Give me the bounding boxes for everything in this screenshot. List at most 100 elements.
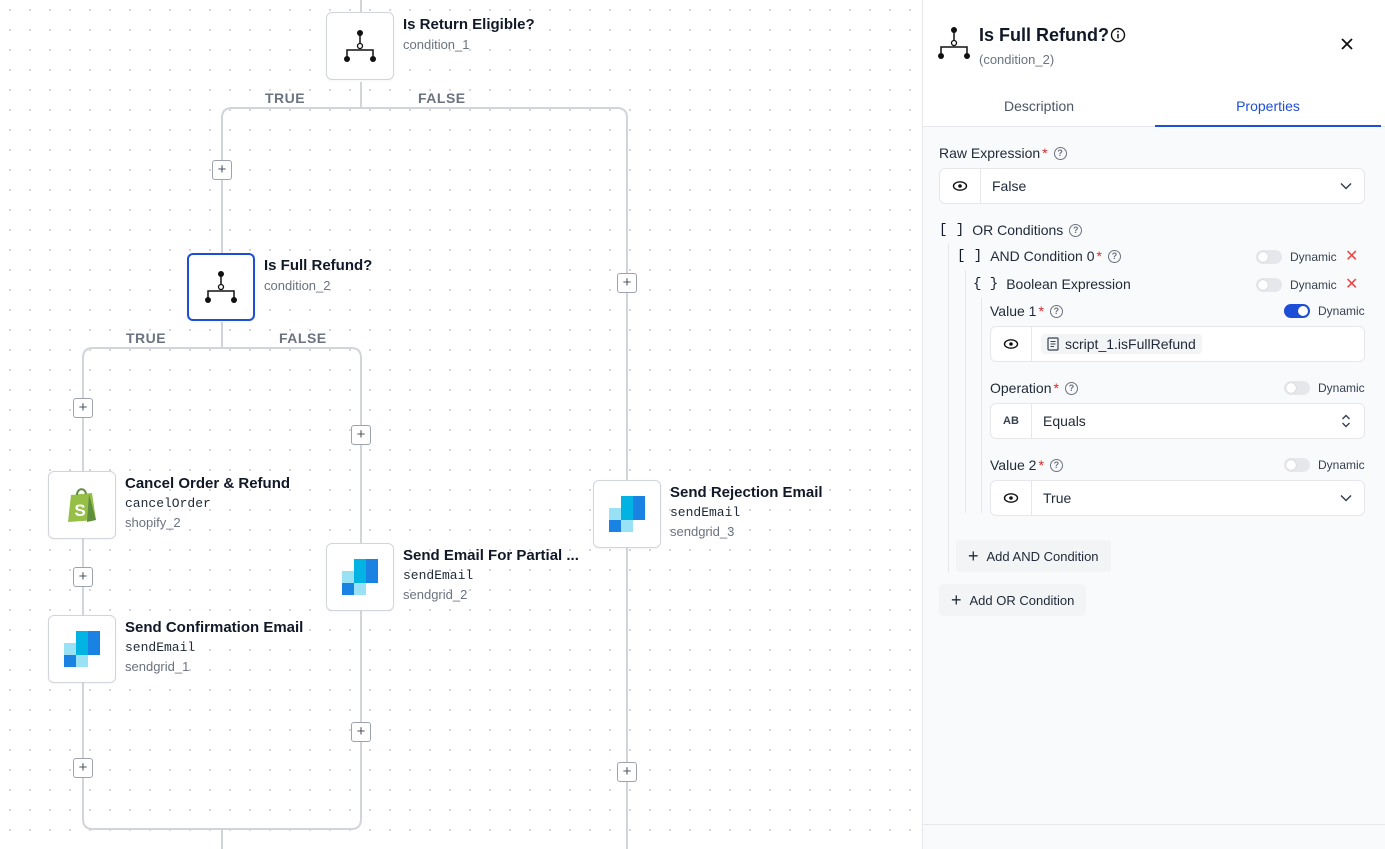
label-text: Raw Expression (939, 145, 1041, 161)
text-type-icon: AB (991, 404, 1032, 438)
help-icon[interactable]: ? (1049, 304, 1063, 318)
node-icon-box[interactable]: S (48, 471, 116, 539)
branch-false-label: FALSE (279, 330, 327, 346)
operation-dynamic-toggle[interactable]: Dynamic (1284, 381, 1365, 395)
node-icon-box[interactable] (326, 543, 394, 611)
close-icon[interactable] (1337, 34, 1357, 54)
node-title: Is Full Refund? (264, 257, 373, 274)
help-icon[interactable]: ? (1049, 458, 1063, 472)
add-step-button[interactable]: + (73, 758, 93, 778)
condition-branch-icon (205, 271, 237, 303)
toggle-switch[interactable] (1256, 278, 1282, 292)
node-title: Send Confirmation Email (125, 619, 304, 636)
node-shopify-2[interactable]: S Cancel Order & Refund cancelOrder shop… (48, 471, 290, 539)
array-icon: [ ] (939, 222, 965, 238)
label-text: Value 2 (990, 457, 1037, 473)
node-id: condition_2 (264, 278, 331, 293)
operation-value: Equals (1043, 413, 1086, 429)
node-condition-2[interactable]: Is Full Refund? condition_2 (187, 253, 372, 321)
array-icon: [ ] (957, 248, 983, 264)
toggle-label: Dynamic (1318, 304, 1365, 318)
toggle-label: Dynamic (1290, 250, 1337, 264)
eye-icon[interactable] (991, 327, 1032, 361)
button-label: Add AND Condition (986, 548, 1099, 564)
node-title: Send Rejection Email (670, 484, 823, 501)
node-condition-1[interactable]: Is Return Eligible? condition_1 (326, 12, 535, 80)
variable-chip[interactable]: script_1.isFullRefund (1041, 334, 1202, 354)
add-step-button[interactable]: + (351, 425, 371, 445)
eye-icon[interactable] (940, 169, 981, 203)
nest-guide (948, 243, 949, 573)
remove-and-condition-button[interactable]: ✕ (1345, 248, 1359, 265)
variable-chip-text: script_1.isFullRefund (1065, 336, 1196, 352)
raw-expression-select[interactable]: False (939, 168, 1365, 204)
flow-connectors (82, 0, 628, 849)
help-icon[interactable]: ? (1069, 223, 1083, 237)
panel-subtitle: (condition_2) (979, 52, 1055, 67)
bool-dynamic-toggle[interactable]: Dynamic (1256, 278, 1337, 292)
required-mark: * (1042, 145, 1048, 161)
value2-value: True (1043, 490, 1072, 506)
operation-label: Operation*? (990, 380, 1078, 396)
plus-icon: + (951, 590, 962, 610)
add-step-button[interactable]: + (212, 160, 232, 180)
node-icon-box[interactable] (187, 253, 255, 321)
tab-properties[interactable]: Properties (1155, 86, 1381, 127)
chevron-down-icon (1328, 182, 1364, 190)
add-step-button[interactable]: + (617, 762, 637, 782)
value1-input[interactable]: script_1.isFullRefund (990, 326, 1365, 362)
node-icon-box[interactable] (48, 615, 116, 683)
svg-text:S: S (74, 501, 85, 520)
add-step-button[interactable]: + (351, 722, 371, 742)
node-title: Send Email For Partial ... (403, 547, 579, 564)
node-id: condition_1 (403, 37, 470, 52)
value1-dynamic-toggle[interactable]: Dynamic (1284, 304, 1365, 318)
button-label: Add OR Condition (969, 592, 1075, 608)
toggle-switch[interactable] (1284, 304, 1310, 318)
nest-guide (965, 270, 966, 513)
node-sendgrid-1[interactable]: Send Confirmation Email sendEmail sendgr… (48, 615, 303, 683)
add-step-button[interactable]: + (73, 398, 93, 418)
toggle-switch[interactable] (1284, 381, 1310, 395)
help-icon[interactable]: ? (1107, 249, 1121, 263)
required-mark: * (1038, 457, 1044, 473)
node-id: shopify_2 (125, 515, 181, 530)
value2-dynamic-toggle[interactable]: Dynamic (1284, 458, 1365, 472)
help-icon[interactable]: ? (1064, 381, 1078, 395)
info-icon[interactable] (1110, 27, 1126, 43)
tab-description[interactable]: Description (1003, 98, 1075, 114)
add-step-button[interactable]: + (617, 273, 637, 293)
node-method: sendEmail (403, 568, 474, 583)
toggle-switch[interactable] (1256, 250, 1282, 264)
panel-header: Is Full Refund? (condition_2) (923, 0, 1385, 86)
node-icon-box[interactable] (326, 12, 394, 80)
node-sendgrid-2[interactable]: Send Email For Partial ... sendEmail sen… (326, 543, 579, 611)
add-step-button[interactable]: + (73, 567, 93, 587)
and-dynamic-toggle[interactable]: Dynamic (1256, 250, 1337, 264)
value2-select[interactable]: True (990, 480, 1365, 516)
branch-true-label: TRUE (126, 330, 167, 346)
eye-icon[interactable] (991, 481, 1032, 515)
add-and-condition-button[interactable]: + Add AND Condition (956, 540, 1111, 572)
boolean-expression-label: { } Boolean Expression (973, 276, 1131, 292)
or-conditions-label: [ ]OR Conditions? (939, 222, 1083, 238)
workflow-canvas[interactable]: TRUE FALSE TRUE FALSE + + + + + + + + Is… (0, 0, 922, 849)
object-icon: { } (973, 276, 999, 292)
toggle-label: Dynamic (1318, 458, 1365, 472)
operation-select[interactable]: AB Equals (990, 403, 1365, 439)
node-method: sendEmail (670, 505, 741, 520)
toggle-label: Dynamic (1318, 381, 1365, 395)
help-icon[interactable]: ? (1053, 146, 1067, 160)
label-text: Boolean Expression (1006, 276, 1131, 292)
node-sendgrid-3[interactable]: Send Rejection Email sendEmail sendgrid_… (593, 480, 823, 548)
add-or-condition-button[interactable]: + Add OR Condition (939, 584, 1087, 616)
toggle-switch[interactable] (1284, 458, 1310, 472)
node-icon-box[interactable] (593, 480, 661, 548)
panel-footer (923, 824, 1385, 849)
panel-title: Is Full Refund? (979, 25, 1109, 45)
properties-panel: Is Full Refund? (condition_2) Descriptio… (922, 0, 1385, 849)
remove-boolean-expression-button[interactable]: ✕ (1345, 276, 1359, 293)
branch-false-label: FALSE (418, 90, 466, 106)
plus-icon: + (968, 546, 979, 566)
toggle-label: Dynamic (1290, 278, 1337, 292)
